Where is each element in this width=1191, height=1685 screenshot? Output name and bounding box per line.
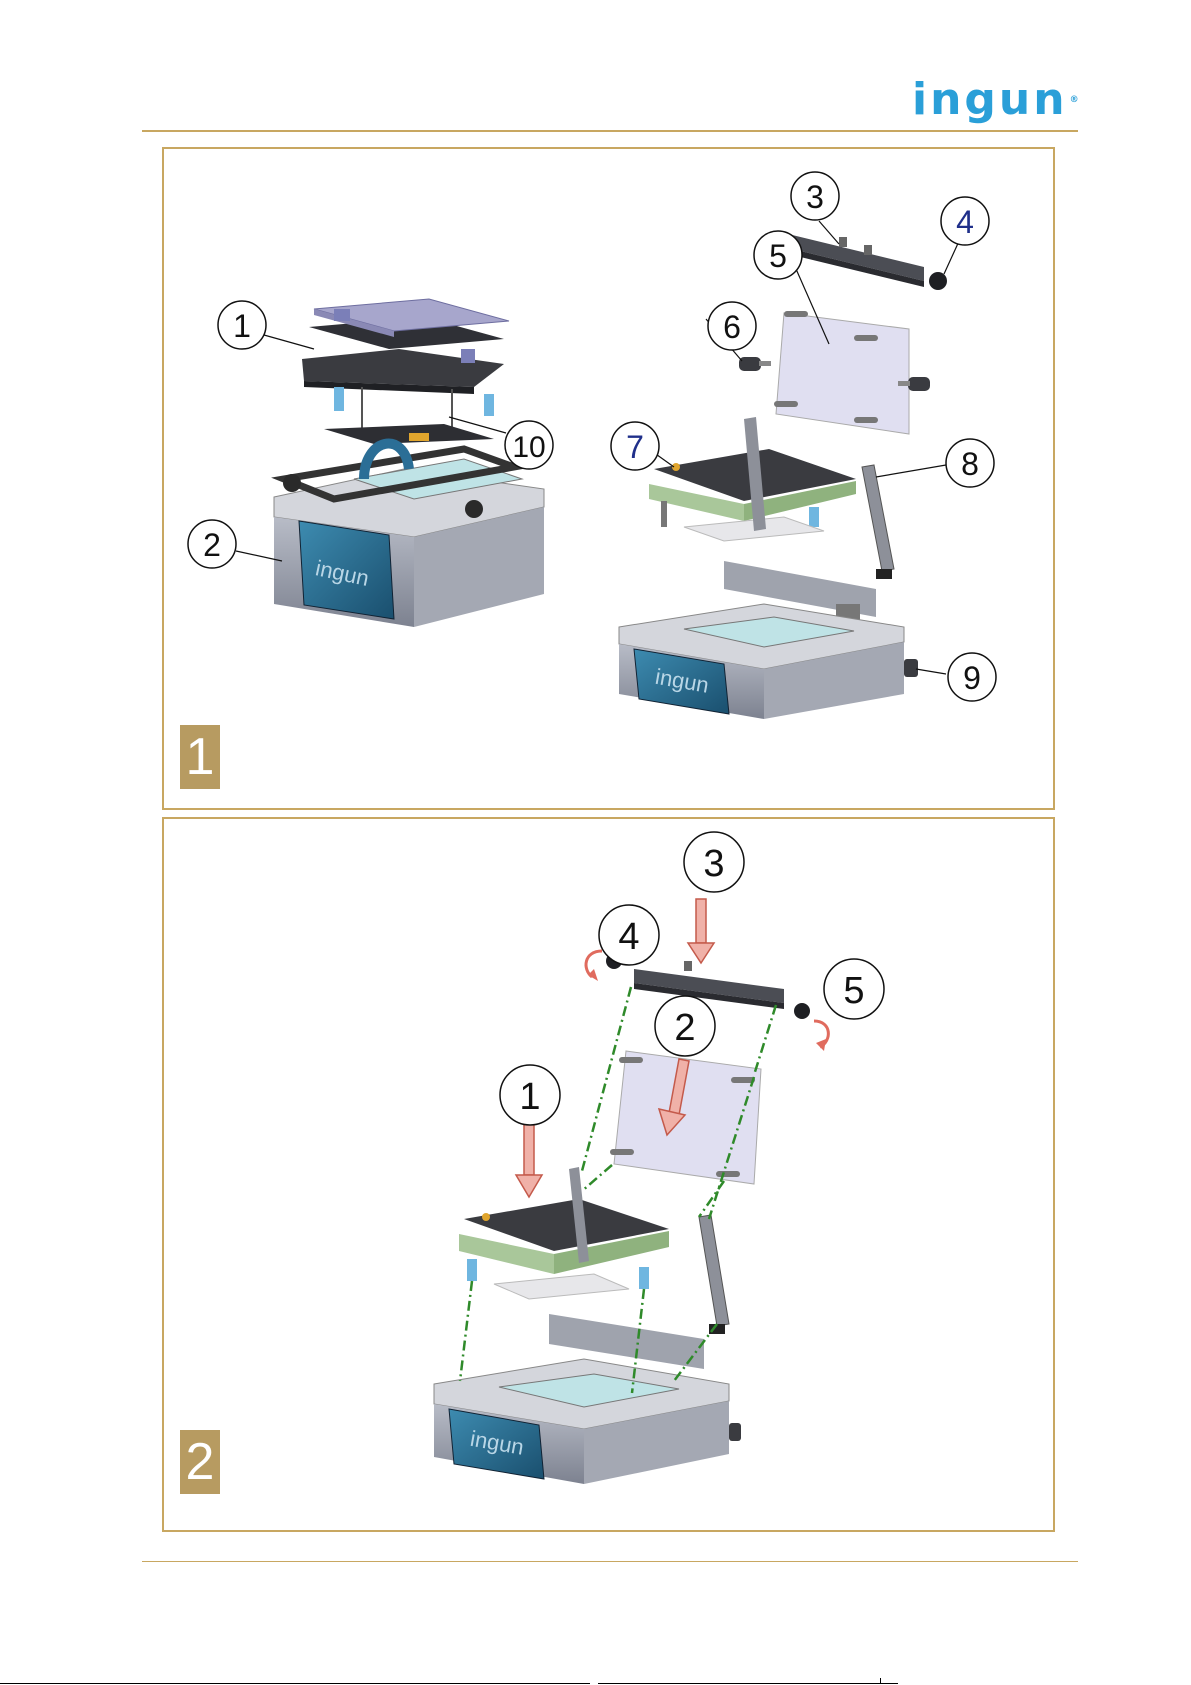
down-arrow-step-3-icon xyxy=(688,899,714,963)
svg-text:7: 7 xyxy=(626,429,644,465)
svg-text:5: 5 xyxy=(843,970,864,1012)
brand-logo: ingun® xyxy=(912,78,1079,122)
exploded-view-diagram: ingun xyxy=(164,149,1053,808)
bottom-line xyxy=(0,1683,590,1684)
callout-2: 2 xyxy=(188,520,236,568)
base-unit-right: ingun xyxy=(619,604,918,719)
footer-tick xyxy=(880,1678,881,1684)
svg-text:6: 6 xyxy=(723,309,741,345)
clamp-bar xyxy=(634,961,784,1009)
callout-1: 1 xyxy=(500,1065,560,1125)
svg-text:9: 9 xyxy=(963,660,981,696)
panel-2: ingun 1 2 3 4 xyxy=(162,817,1055,1532)
callout-1: 1 xyxy=(218,301,266,349)
assembly-step-diagram: ingun 1 2 3 4 xyxy=(164,819,1053,1530)
callout-10: 10 xyxy=(505,421,553,469)
callout-6: 6 xyxy=(708,302,756,350)
callout-9: 9 xyxy=(948,653,996,701)
callout-7: 7 xyxy=(611,422,659,470)
callout-8: 8 xyxy=(946,439,994,487)
svg-text:3: 3 xyxy=(703,843,724,885)
fixture-kit-assembly xyxy=(302,299,509,444)
svg-text:1: 1 xyxy=(233,308,251,344)
registered-mark: ® xyxy=(1070,95,1079,105)
knob-item-4 xyxy=(929,272,947,290)
svg-text:10: 10 xyxy=(512,431,545,464)
callout-5: 5 xyxy=(754,231,802,279)
svg-text:2: 2 xyxy=(674,1007,695,1049)
panel-1: ingun xyxy=(162,147,1055,810)
callout-2: 2 xyxy=(655,996,715,1056)
svg-text:4: 4 xyxy=(618,916,639,958)
footer-rule xyxy=(142,1561,1078,1562)
svg-text:5: 5 xyxy=(769,238,787,274)
knob-right xyxy=(794,1003,810,1019)
callout-5: 5 xyxy=(824,959,884,1019)
adapter-plate xyxy=(459,1167,669,1299)
callout-3: 3 xyxy=(684,832,744,892)
svg-text:8: 8 xyxy=(961,446,979,482)
brand-logo-text: ingun xyxy=(912,74,1068,125)
clamp-bar xyxy=(784,233,924,287)
svg-text:3: 3 xyxy=(806,179,824,215)
transparent-cover-plate xyxy=(774,311,909,434)
down-arrow-step-1-icon xyxy=(516,1119,542,1197)
bottom-line-right xyxy=(598,1683,898,1684)
base-unit: ingun xyxy=(434,1359,741,1484)
callout-3: 3 xyxy=(791,172,839,220)
panel-number: 1 xyxy=(180,725,220,789)
callout-4: 4 xyxy=(599,905,659,965)
callout-4: 4 xyxy=(941,197,989,245)
svg-text:4: 4 xyxy=(956,204,974,240)
svg-text:2: 2 xyxy=(203,527,221,563)
panel-number: 2 xyxy=(180,1430,220,1494)
base-unit-left: ingun xyxy=(274,444,544,627)
svg-text:1: 1 xyxy=(519,1076,540,1118)
header-rule xyxy=(142,130,1078,132)
